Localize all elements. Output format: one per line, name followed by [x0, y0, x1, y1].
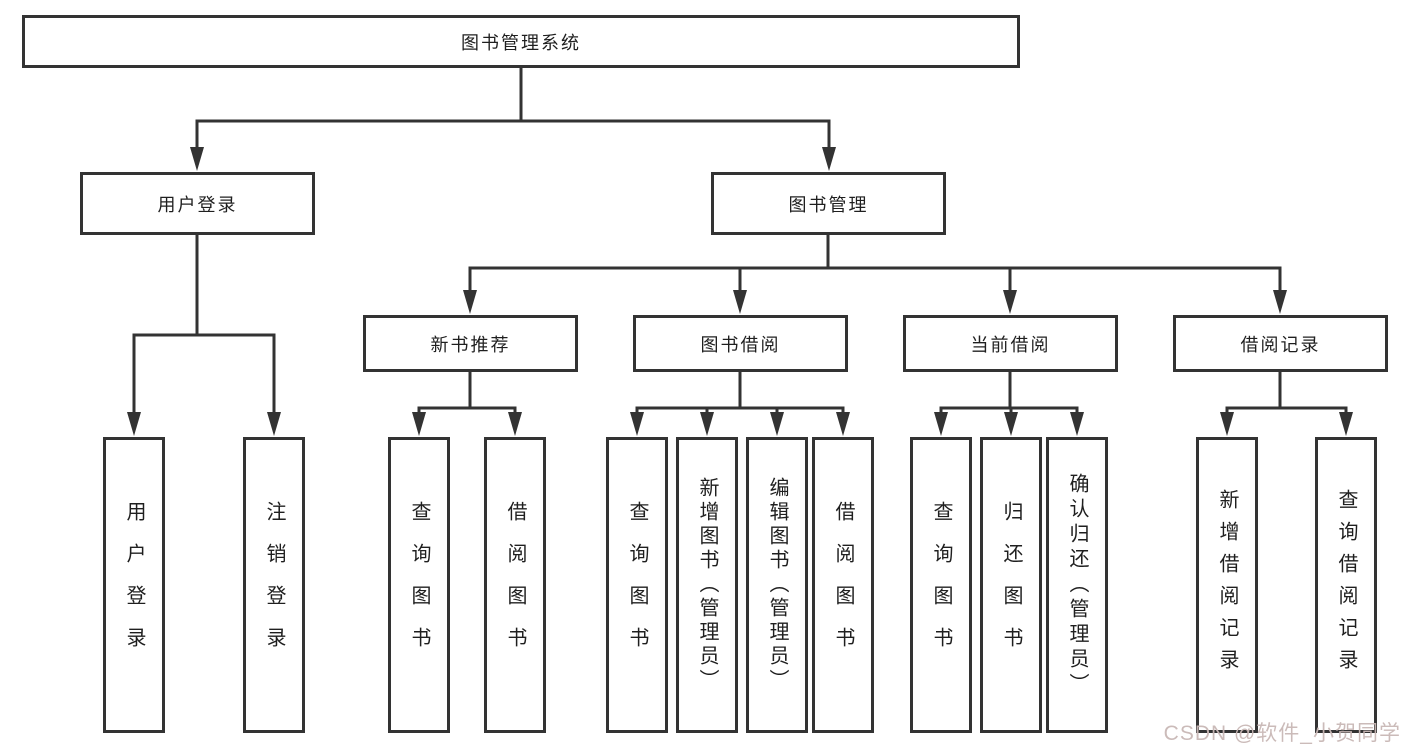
- node-new-book-recommend-label: 新书推荐: [430, 334, 511, 355]
- node-book-management: 图书管理: [711, 172, 946, 235]
- leaf-add-borrow-record-label: 新增借阅记录: [1216, 489, 1238, 681]
- leaf-edit-books-admin-label: 编辑图书（管理员）: [766, 477, 788, 693]
- leaf-borrow-books-recommend-label: 借阅图书: [504, 501, 526, 669]
- leaf-query-books-current: 查询图书: [910, 437, 972, 733]
- leaf-query-books-borrow-label: 查询图书: [626, 501, 648, 669]
- leaf-return-books-label: 归还图书: [1000, 501, 1022, 669]
- node-root: 图书管理系统: [22, 15, 1020, 68]
- node-root-label: 图书管理系统: [461, 32, 581, 53]
- leaf-borrow-books-recommend: 借阅图书: [484, 437, 546, 733]
- leaf-return-books: 归还图书: [980, 437, 1042, 733]
- node-book-borrow: 图书借阅: [633, 315, 848, 372]
- leaf-edit-books-admin: 编辑图书（管理员）: [746, 437, 808, 733]
- connector-current-borrow-fork: [939, 370, 1079, 417]
- leaf-borrow-books-label: 借阅图书: [832, 501, 854, 669]
- leaf-add-books-admin: 新增图书（管理员）: [676, 437, 738, 733]
- node-book-borrow-label: 图书借阅: [700, 334, 781, 355]
- leaf-add-books-admin-label: 新增图书（管理员）: [696, 477, 718, 693]
- node-current-borrow: 当前借阅: [903, 315, 1118, 372]
- node-user-login: 用户登录: [80, 172, 315, 235]
- connector-user-login-fork: [132, 233, 276, 417]
- leaf-query-books-recommend-label: 查询图书: [408, 501, 430, 669]
- connector-new-book-fork: [417, 370, 517, 417]
- leaf-user-login: 用户登录: [103, 437, 165, 733]
- leaf-query-borrow-record-label: 查询借阅记录: [1335, 489, 1357, 681]
- leaf-logout-label: 注销登录: [263, 501, 285, 669]
- connector-root-to-level2: [195, 66, 831, 152]
- csdn-watermark: CSDN @软件_小贺同学: [1163, 722, 1401, 745]
- leaf-logout: 注销登录: [243, 437, 305, 733]
- connector-borrow-record-fork: [1225, 370, 1348, 417]
- leaf-query-books-borrow: 查询图书: [606, 437, 668, 733]
- arrowheads: [127, 147, 1353, 436]
- leaf-query-books-current-label: 查询图书: [930, 501, 952, 669]
- leaf-query-borrow-record: 查询借阅记录: [1315, 437, 1377, 733]
- leaf-user-login-label: 用户登录: [123, 501, 145, 669]
- leaf-query-books-recommend: 查询图书: [388, 437, 450, 733]
- node-borrow-record: 借阅记录: [1173, 315, 1388, 372]
- leaf-add-borrow-record: 新增借阅记录: [1196, 437, 1258, 733]
- node-borrow-record-label: 借阅记录: [1240, 334, 1321, 355]
- node-user-login-label: 用户登录: [157, 194, 238, 215]
- node-new-book-recommend: 新书推荐: [363, 315, 578, 372]
- node-current-borrow-label: 当前借阅: [970, 334, 1051, 355]
- leaf-confirm-return-admin: 确认归还（管理员）: [1046, 437, 1108, 733]
- leaf-borrow-books: 借阅图书: [812, 437, 874, 733]
- node-book-management-label: 图书管理: [788, 194, 869, 215]
- connector-book-mgmt-fork: [468, 233, 1282, 295]
- connector-book-borrow-fork: [635, 370, 845, 417]
- leaf-confirm-return-admin-label: 确认归还（管理员）: [1066, 472, 1088, 698]
